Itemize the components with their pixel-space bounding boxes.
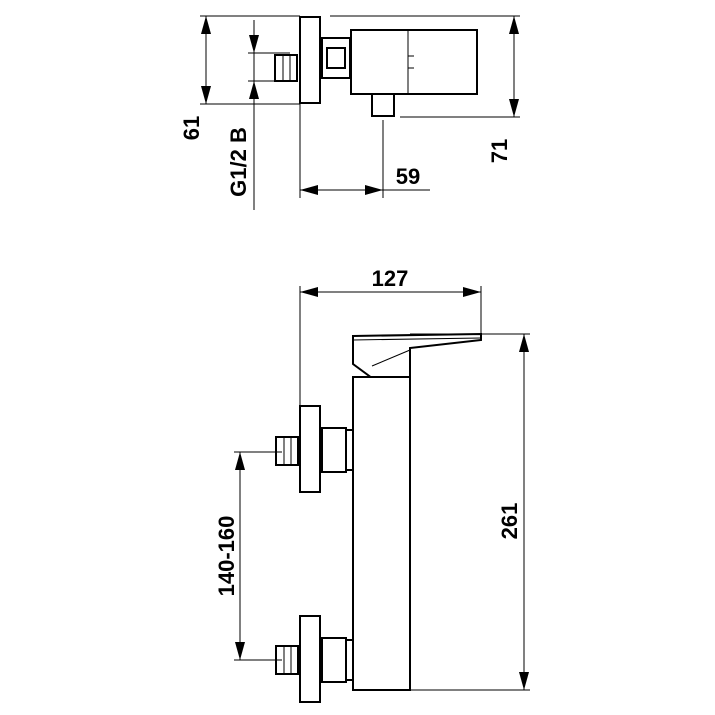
dimension-127: 127 (300, 266, 481, 297)
top-flange (299, 16, 321, 104)
dimension-centers: 140-160 (214, 452, 245, 660)
front-lower-inlet (275, 615, 354, 703)
front-view: 127 261 140-160 (214, 266, 530, 703)
dimension-261: 261 (497, 334, 529, 690)
label-centers: 140-160 (214, 516, 239, 597)
label-261: 261 (497, 503, 522, 540)
top-view: 61 G1/2 B 71 59 (179, 15, 520, 210)
dimension-61: 61 (179, 16, 211, 140)
top-inlet-thread (274, 54, 298, 82)
label-71: 71 (487, 139, 512, 163)
front-body (352, 376, 411, 691)
top-outlet (371, 93, 395, 117)
dimension-71: 71 (487, 16, 519, 163)
front-upper-inlet (275, 405, 354, 493)
dimension-59: 59 (300, 164, 430, 195)
top-connector (321, 37, 351, 79)
top-body (350, 29, 478, 95)
label-59: 59 (396, 164, 420, 189)
front-lever (352, 332, 482, 379)
label-127: 127 (372, 266, 409, 291)
label-thread: G1/2 B (226, 127, 251, 197)
label-61: 61 (179, 116, 204, 140)
dimension-thread: G1/2 B (226, 20, 259, 210)
